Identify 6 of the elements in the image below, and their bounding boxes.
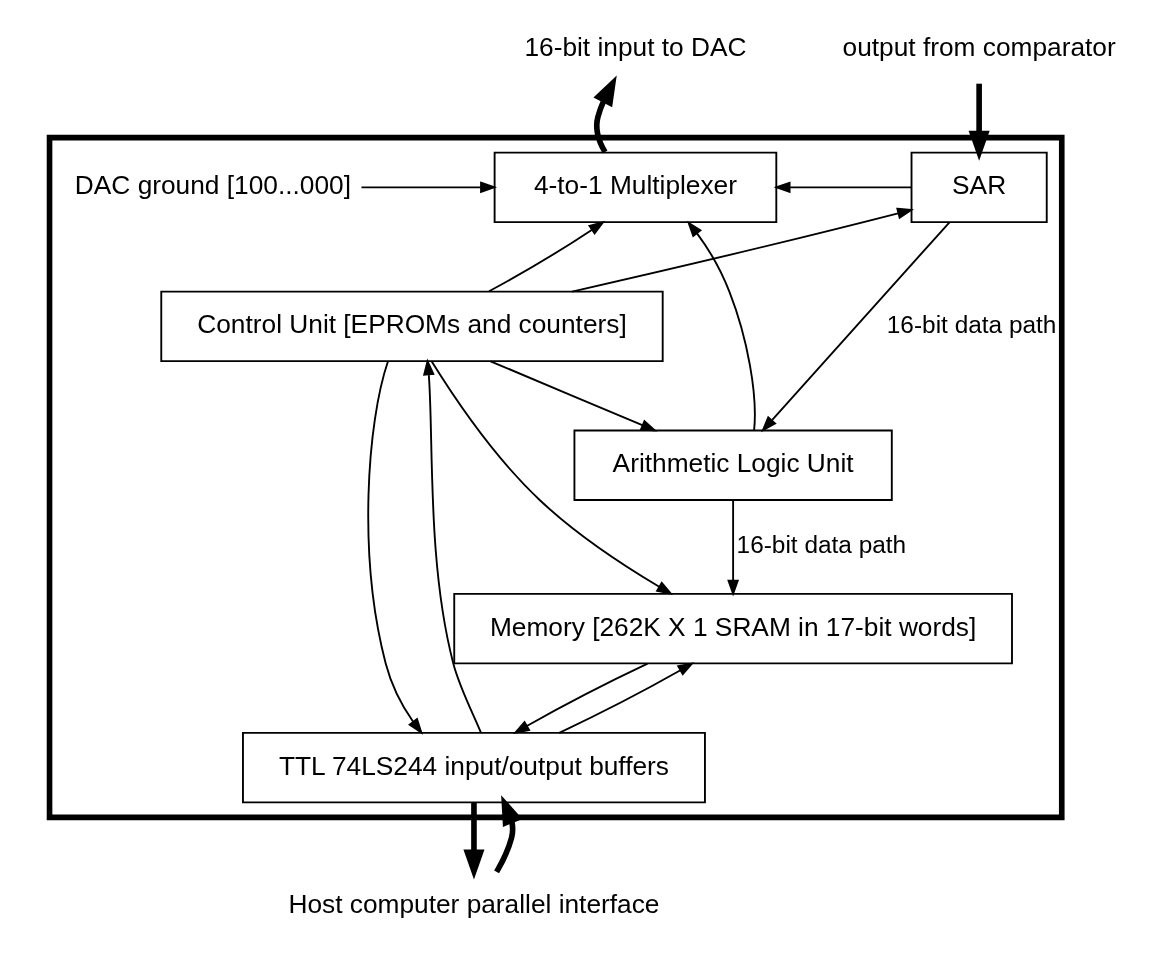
node-text: DAC ground [100...000] [74, 170, 351, 201]
node-text: Host computer parallel interface [287, 888, 659, 919]
node-text: output from comparator [842, 32, 1116, 63]
edge-label: 16-bit data path [736, 531, 906, 559]
edge-label: 16-bit data path [886, 310, 1056, 338]
node-text: 16-bit input to DAC [523, 32, 746, 63]
